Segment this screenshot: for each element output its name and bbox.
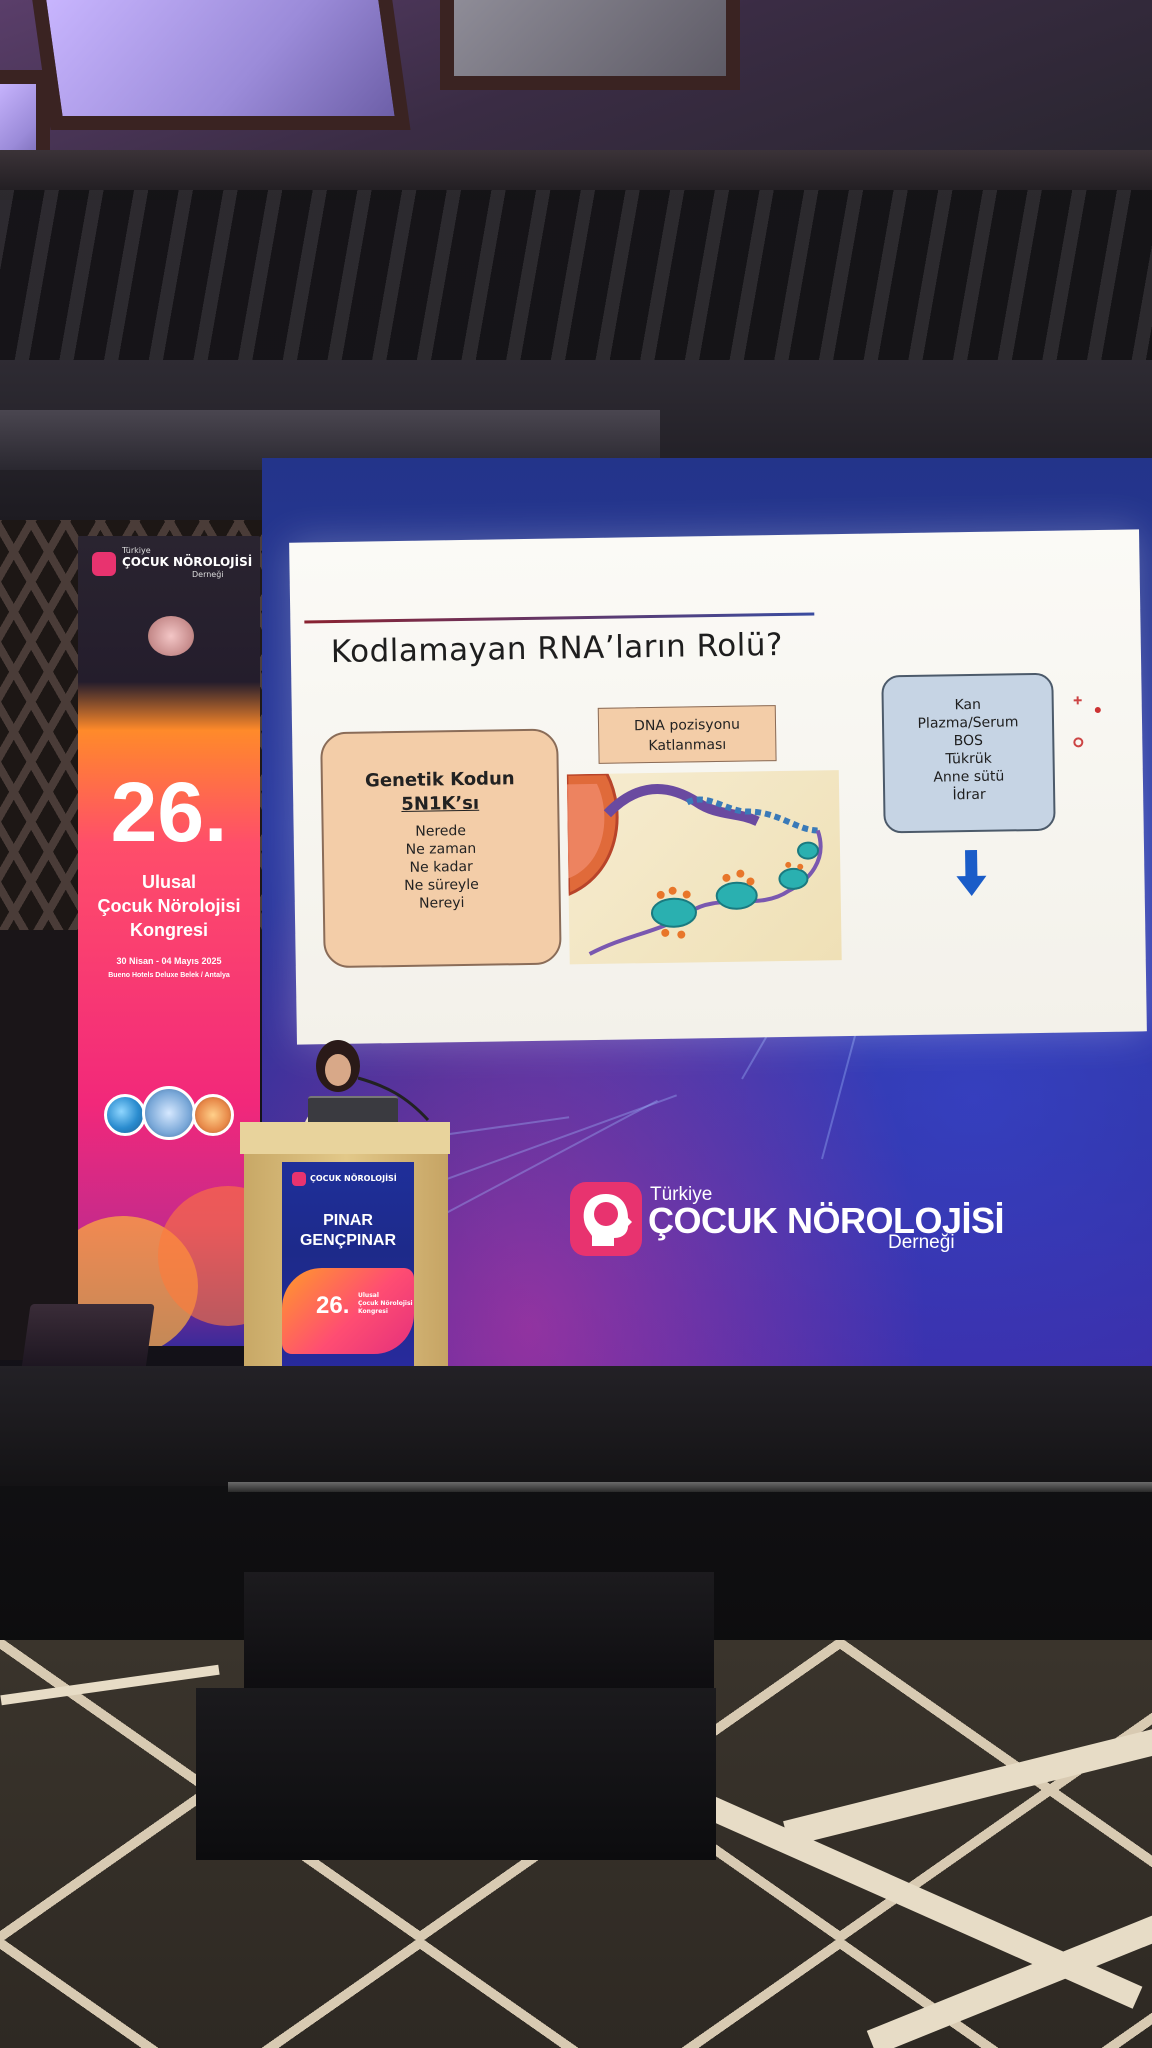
brand-line3: Derneği <box>888 1232 955 1253</box>
slide-title: Kodlamayan RNA’ların Rolü? <box>330 626 784 671</box>
banner-line1: Ulusal <box>141 872 197 892</box>
podium-event-line1: Ulusal <box>358 1292 379 1299</box>
lectern-top <box>240 1122 450 1154</box>
podium-number: 26. <box>316 1292 350 1319</box>
genetic-code-box: Genetik Kodun 5N1K’sı Nerede Ne zaman Ne… <box>320 728 562 969</box>
laptop <box>308 1096 398 1126</box>
brain-icon <box>148 616 194 656</box>
slide-title-rule <box>304 612 815 624</box>
carpet-pattern <box>0 1664 220 1706</box>
microphone <box>357 1076 430 1122</box>
banner-dates: 30 Nisan - 04 Mayıs 2025 <box>116 956 222 966</box>
ceiling-skylight <box>29 0 411 130</box>
podium-event-line3: Kongresi <box>358 1308 388 1315</box>
fluid-item: İdrar <box>952 786 986 804</box>
stage-floor <box>0 1366 1152 1486</box>
body-fluids-box: Kan Plazma/Serum BOS Tükrük Anne sütü İd… <box>881 672 1056 834</box>
presentation-slide: Kodlamayan RNA’ların Rolü? Genetik Kodun… <box>289 529 1147 1045</box>
banner-org-line1: Türkiye <box>122 546 151 555</box>
head-logo-icon <box>570 1182 642 1256</box>
banner-number: 26. <box>110 765 228 859</box>
banner-blob <box>158 1186 260 1326</box>
genetic-box-item: Nereyi <box>418 894 465 912</box>
banner-line2: Çocuk Nörolojisi <box>97 896 241 916</box>
arrow-down-icon <box>956 849 987 902</box>
dna-box-line2: Katlanması <box>648 736 727 755</box>
genetic-box-heading: Genetik Kodun <box>364 768 515 792</box>
antalya-photo <box>192 1094 234 1136</box>
antalya-photo <box>104 1094 146 1136</box>
stage-speaker <box>21 1304 155 1370</box>
stage-step-upper <box>244 1572 714 1692</box>
antalya-photo <box>142 1086 196 1140</box>
stage-step-lower <box>196 1688 716 1860</box>
podium-wave-graphic <box>282 1268 414 1354</box>
podium-org: ÇOCUK NÖROLOJİSİ <box>310 1174 397 1183</box>
dna-box-line1: DNA pozisyonu <box>633 716 741 735</box>
congress-roll-up-banner: Türkiye ÇOCUK NÖROLOJİSİ Derneği 26. Ulu… <box>78 536 260 1346</box>
banner-org-line2: ÇOCUK NÖROLOJİSİ <box>122 555 253 569</box>
banner-org-line3: Derneği <box>192 570 224 579</box>
lectern-name-panel: ÇOCUK NÖROLOJİSİ PINAR GENÇPINAR 26. Ulu… <box>282 1162 414 1392</box>
brand-line2: ÇOCUK NÖROLOJİSİ <box>648 1200 1005 1241</box>
banner-line3: Kongresi <box>129 920 208 940</box>
decorative-marks <box>1073 696 1101 748</box>
head-logo-icon <box>92 552 116 576</box>
head-logo-icon <box>292 1172 306 1186</box>
podium-event-line2: Çocuk Nörolojisi <box>358 1300 413 1307</box>
ceiling-louvers <box>0 190 1152 360</box>
chromatin-illustration <box>566 770 842 965</box>
ceiling-skylight <box>440 0 740 90</box>
banner-venue: Bueno Hotels Deluxe Belek / Antalya <box>108 972 230 979</box>
brand-line1: Türkiye <box>650 1184 713 1205</box>
speaker-last-name: GENÇPINAR <box>299 1232 396 1249</box>
side-wall <box>0 930 90 1360</box>
dna-folding-box: DNA pozisyonu Katlanması <box>597 705 777 764</box>
carpet-pattern <box>783 1719 1152 1847</box>
speaker-first-name: PINAR <box>323 1212 373 1229</box>
stage-edge <box>228 1482 1152 1492</box>
genetic-box-subheading: 5N1K’sı <box>401 792 480 815</box>
